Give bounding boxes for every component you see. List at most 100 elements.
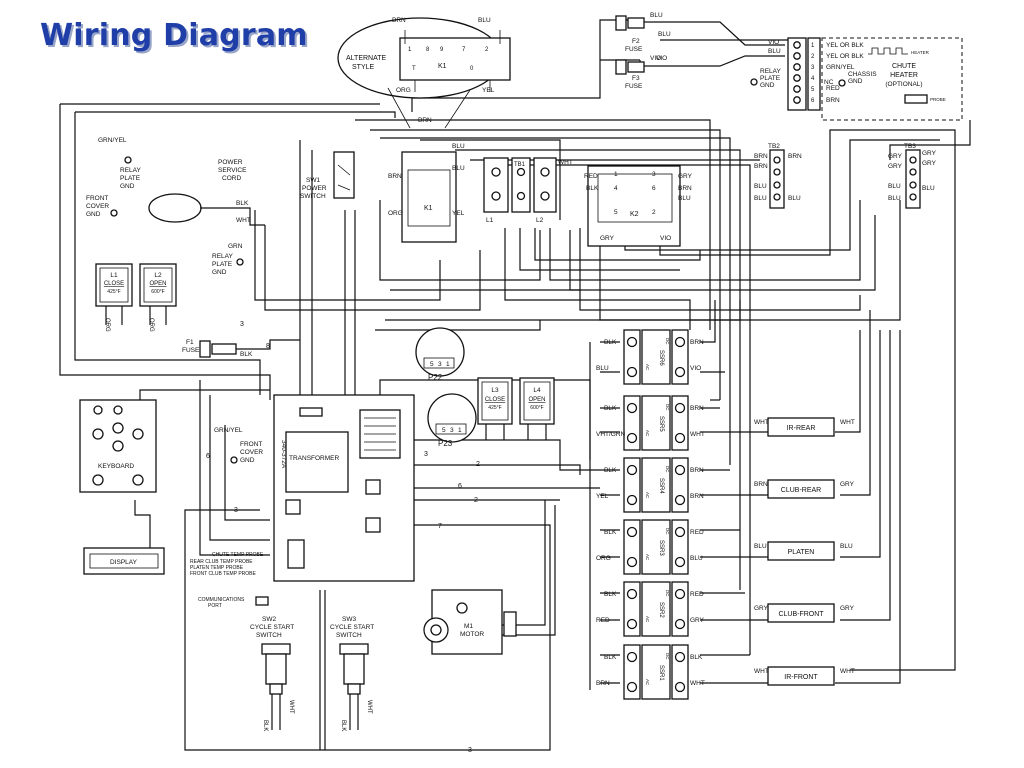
relay-plate-gnd-top: RELAY PLATE GND (750, 68, 781, 89)
fuse-label: FUSE (625, 46, 643, 53)
switch-label: SW1 (306, 177, 320, 184)
ssr-name: SSR2 (658, 602, 664, 618)
relay-k1: K1 BRN BLU ORG YEL BRN BLU (388, 117, 465, 243)
wire-label: WHT (236, 217, 251, 224)
wire-label: BRN (788, 153, 802, 160)
gnd-label: PLATE (212, 261, 233, 268)
relay-pin: 5 (614, 209, 618, 216)
heater-wire-left: BLU (754, 543, 767, 550)
heater-name: IR-REAR (787, 425, 816, 432)
wire-label: BLU (888, 183, 901, 190)
control-board: TRANSFORMER 340-372A (273, 394, 415, 582)
wire-label: GRN (228, 243, 243, 250)
ssr-wire-label: BLK (604, 467, 617, 474)
wire-label: BLU (678, 195, 691, 202)
keyboard-label: KEYBOARD (98, 463, 134, 470)
gnd-label: FRONT (86, 195, 108, 202)
wire-label: BRN (678, 185, 692, 192)
ssr-name: SSR1 (658, 665, 664, 681)
inset-pin: 2 (485, 47, 489, 53)
chute-heater-optional: YEL OR BLK YEL OR BLK GRN/YEL RED BRN HE… (821, 37, 963, 121)
gnd-label: FRONT (240, 441, 262, 448)
connector-name: P23 (438, 439, 453, 448)
wire-label: BLK (586, 185, 599, 192)
chute-label: (OPTIONAL) (885, 81, 922, 88)
bundle-count: 3 (424, 451, 428, 458)
relay-pin: 1 (614, 171, 618, 178)
bundle-count: 8 (266, 343, 270, 350)
keyboard-module: KEYBOARD (79, 399, 157, 493)
ssr-wire-label: BLU (690, 555, 703, 562)
inset-pin: T (412, 66, 416, 72)
fuse-id: F2 (632, 38, 640, 45)
motor-label: M1 (464, 623, 473, 630)
ssr-bank: SSR6ACDCBLKBLUBRNVIOSSR5ACDCBLKVHT/GRNBR… (596, 329, 705, 700)
wire-label: VIO (656, 55, 667, 62)
heater-wire-right: GRY (840, 481, 855, 488)
cord-label: CORD (222, 175, 241, 182)
wire-label: GRY (600, 235, 615, 242)
ssr-wire-label: BLK (604, 654, 617, 661)
ssr-wire-label: BRN (596, 680, 610, 687)
switch-label: SWITCH (300, 193, 326, 200)
limit-switch-l3: L3 CLOSE 425°F (477, 377, 513, 440)
ssr-wire-label: VIO (690, 365, 701, 372)
power-service-cord: POWER SERVICE CORD BLK WHT GRN RELAY PLA… (148, 159, 265, 276)
terminal-block-tb2: TB2 BRN BRN BRN BLU BLU BLU (754, 143, 802, 209)
connector-p23: 5 3 1 P23 (427, 393, 477, 448)
connector-pin: 1 (446, 361, 450, 368)
temp-probe-labels: CHUTE TEMP PROBE REAR CLUB TEMP PROBE PL… (190, 552, 269, 609)
probe-label: PLATEN TEMP PROBE (190, 565, 244, 571)
chute-label: HEATER (890, 72, 918, 79)
inset-pin: 0 (470, 66, 474, 72)
ssr-wire-label: BLK (690, 654, 703, 661)
inset-wire-brn: BRN (392, 17, 406, 24)
probe-label: FRONT CLUB TEMP PROBE (190, 571, 257, 577)
heater-name: PLATEN (788, 549, 815, 556)
fuse-label: FUSE (625, 83, 643, 90)
cycle-start-switch-sw2: SW2 CYCLE START SWITCH BLK WHT (250, 616, 294, 731)
ssr-wire-label: BLK (604, 529, 617, 536)
bundle-count: 7 (438, 523, 442, 530)
relay-pin: 4 (614, 185, 618, 192)
comms-label: PORT (208, 603, 222, 609)
limit-state: CLOSE (104, 281, 124, 287)
inset-wire-org: ORG (396, 87, 411, 94)
page-title: Wiring Diagram (40, 18, 308, 53)
wire-label: BLK (340, 720, 346, 731)
gnd-label: GND (760, 82, 775, 89)
ssr-wire-label: ORG (596, 555, 611, 562)
chute-terminal-strip: 1 2 3 4 5 6 (787, 37, 821, 111)
gnd-label: RELAY (212, 253, 233, 260)
gnd-label: PLATE (760, 75, 781, 82)
chute-row: YEL OR BLK (826, 42, 864, 49)
connector-pin: 3 (450, 427, 454, 434)
connector-pin: 5 (430, 361, 434, 368)
relay-pin: 6 (652, 185, 656, 192)
wire-label: BLU (922, 185, 935, 192)
line-label: L2 (536, 217, 544, 224)
bundle-count: 3 (468, 747, 472, 754)
relay-label: K2 (630, 211, 639, 218)
ssr-ac: AC (645, 364, 650, 371)
switch-label: SWITCH (336, 632, 362, 639)
limit-switch-l2: L2 OPEN 600°F ORG (139, 263, 177, 332)
wire-label: GRY (678, 173, 693, 180)
heater-wire-right: BLU (840, 543, 853, 550)
terminal-number: 5 (811, 87, 815, 93)
heater-wire-left: GRY (754, 605, 769, 612)
terminal-block-label: TB3 (904, 143, 916, 150)
relay-plate-gnd-left: GRN/YEL RELAY PLATE GND FRONT COVER GND (86, 137, 141, 218)
wire-label: BLK (262, 720, 268, 731)
terminal-number: 4 (811, 76, 815, 82)
heater-wire-left: WHT (754, 419, 769, 426)
limit-state: CLOSE (485, 397, 505, 403)
wire-label: BLU (452, 143, 465, 150)
wire-label: GRY (922, 160, 937, 167)
transformer-label: TRANSFORMER (289, 455, 340, 462)
wire-label: VIO (660, 235, 671, 242)
ssr-dc: DC (665, 404, 670, 411)
wire-harness (59, 19, 971, 751)
